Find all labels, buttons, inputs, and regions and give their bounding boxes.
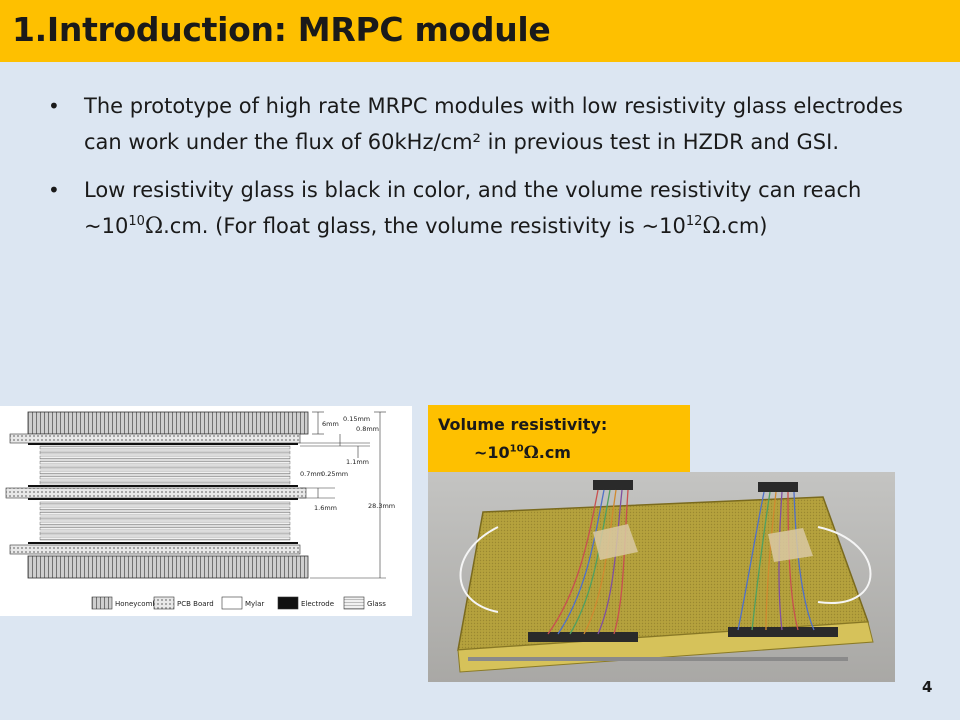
diagram-legend: Honeycomb PCB Board Mylar Electrode Glas… bbox=[91, 596, 386, 610]
honeycomb-layer bbox=[27, 411, 309, 435]
dim-label: 28.3mm bbox=[368, 502, 395, 510]
mrpc-structure-diagram: 6mm 0.15mm 0.8mm 1.1mm 0.7mm 0.25mm 1.6m… bbox=[0, 406, 412, 616]
exponent: 12 bbox=[685, 214, 703, 229]
bullet-item: • The prototype of high rate MRPC module… bbox=[48, 88, 928, 160]
dim-label: 6mm bbox=[322, 420, 339, 428]
omega-symbol: Ω bbox=[702, 214, 721, 239]
bullet-dot-icon: • bbox=[48, 94, 60, 118]
photo-svg bbox=[428, 472, 895, 682]
electrode-layer bbox=[28, 542, 298, 544]
dim-label: 1.6mm bbox=[314, 504, 337, 512]
dim-label: 0.8mm bbox=[356, 425, 379, 433]
dim-label: 0.7mm bbox=[300, 470, 323, 478]
upper-glass-stack bbox=[39, 445, 291, 485]
honeycomb-layer bbox=[27, 555, 309, 579]
bullet-text-part: Low resistivity glass is black in color,… bbox=[84, 178, 862, 238]
exponent: 10 bbox=[509, 443, 524, 455]
lower-glass-stack bbox=[39, 501, 291, 541]
omega-symbol: Ω bbox=[523, 443, 539, 463]
page-number: 4 bbox=[922, 678, 933, 696]
electrode-layer bbox=[28, 485, 298, 487]
pcb-layer bbox=[9, 544, 301, 555]
resistivity-value: ~1010Ω.cm bbox=[474, 443, 571, 463]
title-bar: 1.Introduction: MRPC module bbox=[0, 0, 960, 62]
bullet-dot-icon: • bbox=[48, 178, 60, 202]
dim-label: 0.25mm bbox=[321, 470, 348, 478]
value-prefix: ~10 bbox=[474, 443, 510, 462]
bullet-text-part: .cm) bbox=[720, 214, 768, 238]
bullet-item: • Low resistivity glass is black in colo… bbox=[48, 172, 928, 245]
slide-title: 1.Introduction: MRPC module bbox=[12, 10, 551, 49]
bullet-text: The prototype of high rate MRPC modules … bbox=[84, 94, 903, 154]
pcb-layer bbox=[5, 487, 307, 499]
legend-label: PCB Board bbox=[177, 600, 214, 608]
dimension-labels: 6mm 0.15mm 0.8mm 1.1mm 0.7mm 0.25mm 1.6m… bbox=[300, 415, 395, 512]
electrode-layer bbox=[28, 498, 298, 500]
dim-label: 1.1mm bbox=[346, 458, 369, 466]
dimension-lines bbox=[300, 411, 386, 579]
legend-label: Glass bbox=[367, 600, 386, 608]
resistivity-label: Volume resistivity: bbox=[438, 415, 608, 434]
pcb-layer bbox=[9, 433, 301, 444]
legend-label: Mylar bbox=[245, 600, 264, 608]
electrode-layer bbox=[28, 443, 298, 445]
value-suffix: .cm bbox=[538, 443, 571, 462]
mrpc-module-photo bbox=[428, 472, 895, 682]
dim-label: 0.15mm bbox=[343, 415, 370, 423]
exponent: 10 bbox=[128, 214, 145, 229]
bullet-list: • The prototype of high rate MRPC module… bbox=[48, 88, 928, 257]
resistivity-callout: Volume resistivity: ~1010Ω.cm bbox=[428, 405, 690, 473]
legend-label: Honeycomb bbox=[115, 600, 157, 608]
diagram-svg: 6mm 0.15mm 0.8mm 1.1mm 0.7mm 0.25mm 1.6m… bbox=[5, 411, 395, 610]
legend-label: Electrode bbox=[301, 600, 334, 608]
omega-symbol: Ω bbox=[144, 214, 164, 239]
bullet-text-part: .cm. (For float glass, the volume resist… bbox=[163, 214, 686, 238]
